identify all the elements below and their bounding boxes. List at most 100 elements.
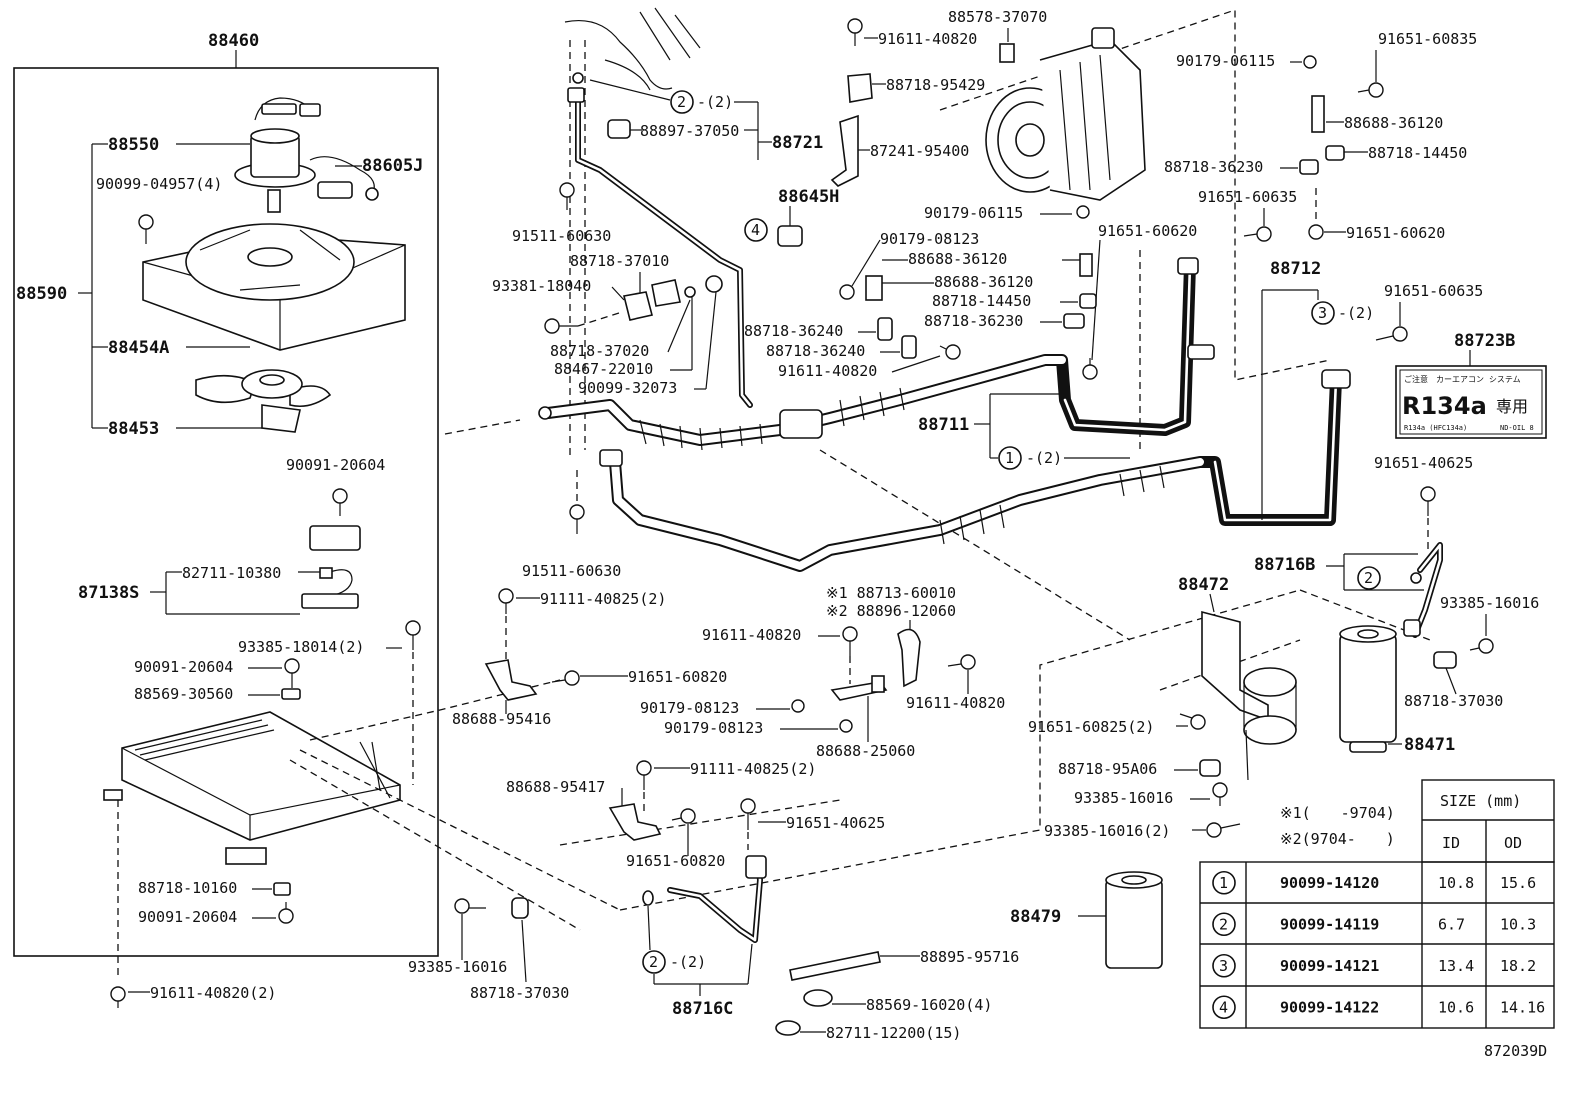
- label-87138S: 87138S: [78, 583, 139, 603]
- sticker-kanji: 専用: [1496, 397, 1528, 416]
- label-88718-10160: 88718-10160: [138, 879, 237, 897]
- label-90179-08123-a: 90179-08123: [880, 230, 979, 248]
- clamp-icon: [511, 897, 529, 919]
- label-91611-40820-top: 91611-40820: [878, 30, 977, 48]
- label-90091-20604-bot: 90091-20604: [138, 908, 237, 926]
- callout-2: [670, 90, 694, 114]
- label-88718-37010: 88718-37010: [570, 252, 669, 270]
- clamp-icon: [1299, 159, 1319, 175]
- sticker-small2: ND-OIL 8: [1500, 424, 1534, 432]
- screw-icon: [636, 760, 652, 790]
- screw-icon: [454, 898, 486, 914]
- screw-icon: [847, 18, 863, 46]
- label-88718-36230-b: 88718-36230: [1164, 158, 1263, 176]
- label-87241-95400: 87241-95400: [870, 142, 969, 160]
- label-88471: 88471: [1404, 735, 1455, 755]
- fan-shroud-88454A: [142, 223, 406, 351]
- pipe-88716B: [1403, 542, 1443, 638]
- label-88718-37020: 88718-37020: [550, 342, 649, 360]
- screw-icon: [842, 626, 858, 656]
- screw-icon: [284, 658, 300, 688]
- screw-icon: [1243, 226, 1272, 242]
- label-88645H: 88645H: [778, 187, 839, 207]
- label-qty: -(2): [670, 953, 706, 971]
- size-table-od: 14.16: [1500, 998, 1545, 1016]
- clamp-icon: [901, 335, 917, 359]
- label-91651-60620-a: 91651-60620: [1098, 222, 1197, 240]
- bracket-87241-95400: [830, 114, 859, 187]
- nut-icon: [791, 699, 805, 713]
- screw-icon: [671, 808, 696, 824]
- bracket-88688-95417: [608, 803, 662, 841]
- label-90099-04957: 90099-04957(4): [96, 175, 222, 193]
- label-91511-60630-b: 91511-60630: [522, 562, 621, 580]
- diagram-id: 872039D: [1484, 1042, 1547, 1060]
- label-plate-icon: [999, 43, 1015, 63]
- label-88711: 88711: [918, 415, 969, 435]
- size-table-callout: [1212, 995, 1236, 1020]
- label-88688-36120-c: 88688-36120: [1344, 114, 1443, 132]
- label-88467-22010: 88467-22010: [554, 360, 653, 378]
- callout-number: 3: [1318, 304, 1327, 322]
- label-90179-08123-c: 90179-08123: [664, 719, 763, 737]
- label-88718-37030-a: 88718-37030: [1404, 692, 1503, 710]
- label-91651-40625-a: 91651-40625: [1374, 454, 1473, 472]
- screw-icon: [278, 902, 294, 924]
- size-table-col-od: OD: [1504, 834, 1522, 852]
- size-table-callout: [1212, 870, 1236, 895]
- nut-icon: [839, 284, 855, 300]
- condenser: [103, 711, 401, 865]
- label-88721: 88721: [772, 133, 823, 153]
- sticker-small1: R134a (HFC134a): [1404, 424, 1467, 432]
- callout-4: [744, 218, 768, 242]
- bracket-icon: [1311, 95, 1325, 133]
- screw-icon: [939, 344, 961, 360]
- label-91611-40820-d: 91611-40820: [906, 694, 1005, 712]
- size-table-num: 1: [1219, 874, 1228, 892]
- label-91111-40825-a: 91111-40825(2): [540, 590, 666, 608]
- bracket-icon: [865, 275, 883, 301]
- screw-icon: [1308, 224, 1324, 240]
- callout-3: [1311, 301, 1335, 325]
- bracket-icon: [1079, 253, 1093, 277]
- label-qty: -(2): [1338, 304, 1374, 322]
- label-91651-60820-a: 91651-60820: [628, 668, 727, 686]
- label-91511-60630-a: 91511-60630: [512, 227, 611, 245]
- label-91651-60635-a: 91651-60635: [1198, 188, 1297, 206]
- label-91651-60635-b: 91651-60635: [1384, 282, 1483, 300]
- screw-icon: [1206, 822, 1241, 838]
- size-table-num: 2: [1219, 915, 1228, 933]
- bracket-88688-25060: [830, 675, 888, 701]
- screw-icon: [551, 670, 580, 686]
- label-91651-60825-2: 91651-60825(2): [1028, 718, 1154, 736]
- label-91651-40625-b: 91651-40625: [786, 814, 885, 832]
- label-88723B: 88723B: [1454, 331, 1515, 351]
- label-88712: 88712: [1270, 259, 1321, 279]
- label-91111-40825-b: 91111-40825(2): [690, 760, 816, 778]
- screw-icon: [405, 620, 421, 650]
- label-90091-20604-top: 90091-20604: [286, 456, 385, 474]
- hose-clamp-icon: [775, 989, 833, 1036]
- sticker-refrigerant: R134a: [1402, 392, 1487, 420]
- label-88688-25060: 88688-25060: [816, 742, 915, 760]
- label-88578-37070: 88578-37070: [948, 8, 1047, 26]
- label-88460: 88460: [208, 31, 259, 51]
- cooling-unit-group: 88460 88550 88605J 88590 90099-04957(4): [13, 31, 439, 957]
- clamp-icon: [1199, 759, 1221, 777]
- size-table-od: 15.6: [1500, 874, 1536, 892]
- label-88453: 88453: [108, 419, 159, 439]
- label-88688-95417: 88688-95417: [506, 778, 605, 796]
- label-qty: -(2): [1026, 449, 1062, 467]
- callout-number: 4: [751, 221, 760, 239]
- label-82711-12200: 82711-12200(15): [826, 1024, 961, 1042]
- screw-icon: [332, 488, 348, 516]
- label-88569-16020: 88569-16020(4): [866, 996, 992, 1014]
- callout-number: 2: [649, 953, 658, 971]
- hose-88711: [538, 257, 1215, 451]
- size-table-title: SIZE (mm): [1440, 792, 1521, 810]
- label-93385-18014: 93385-18014(2): [238, 638, 364, 656]
- rod-88895-95716: [789, 951, 881, 981]
- clamp-icon: [281, 688, 301, 700]
- callout-number: 2: [1364, 569, 1373, 587]
- size-table-callout: [1212, 912, 1236, 937]
